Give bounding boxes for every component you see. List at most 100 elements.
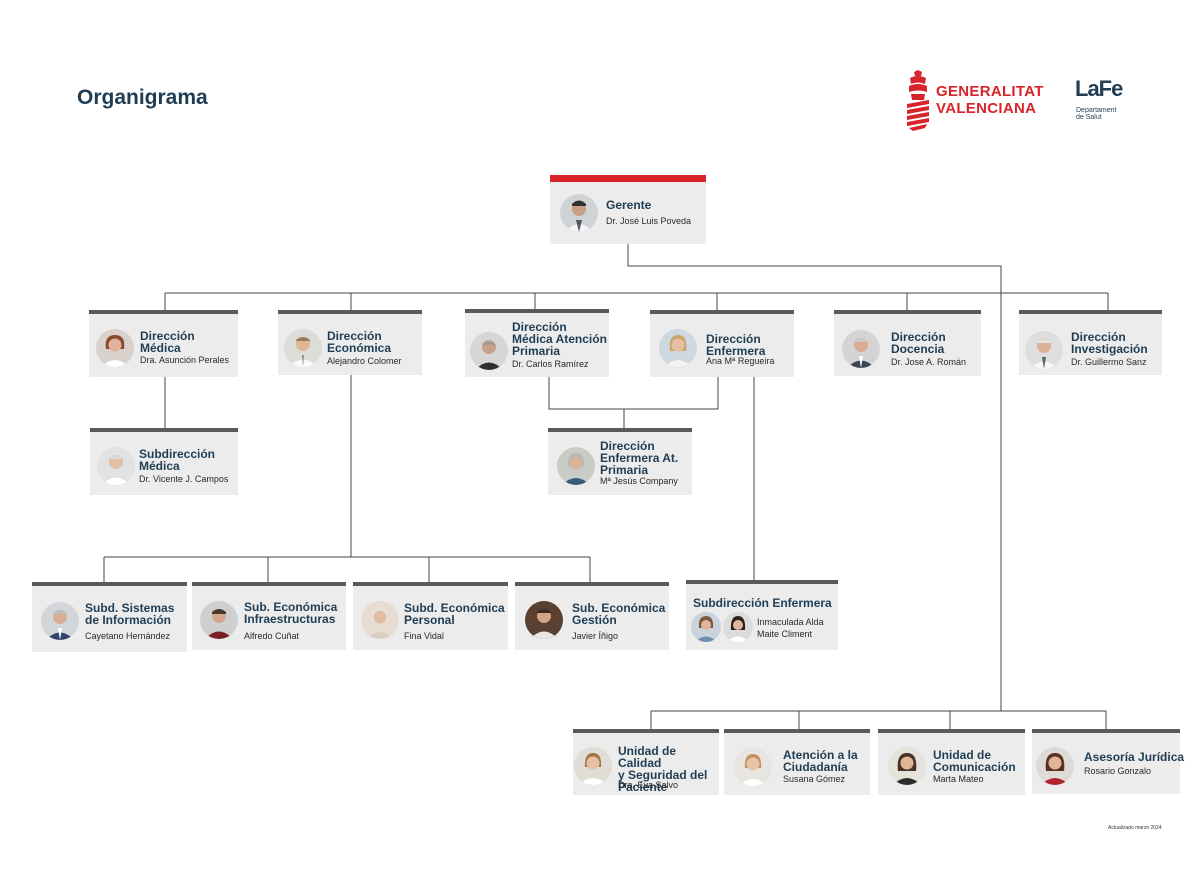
role-line: Subd. Sistemas bbox=[85, 601, 175, 615]
node-unidad-comunicacion: Unidad de Comunicación Marta Mateo bbox=[878, 729, 1025, 795]
role-line: Unidad de Calidad bbox=[618, 744, 677, 770]
role-line: Docencia bbox=[891, 342, 945, 356]
generalitat-line1: GENERALITAT bbox=[936, 83, 1044, 100]
node-person-name: Dra. Asunción Perales bbox=[140, 355, 230, 365]
node-person-name: Ana Mª Regueira bbox=[706, 356, 775, 366]
avatar bbox=[574, 747, 612, 785]
role-line: Médica Atención bbox=[512, 332, 607, 346]
node-person-name: Dra. Eva Salvo bbox=[618, 780, 679, 790]
generalitat-logo: GENERALITAT VALENCIANA bbox=[905, 70, 1050, 132]
node-role: Atención a la Ciudadanía bbox=[783, 749, 858, 773]
node-person-name: Inmaculada Alda bbox=[757, 617, 824, 627]
connector-gerente bbox=[627, 244, 1002, 711]
generalitat-wordmark: GENERALITAT VALENCIANA bbox=[936, 83, 1044, 117]
role-line: Personal bbox=[404, 613, 455, 627]
node-role: Subdirección Enfermera bbox=[693, 596, 832, 610]
node-direccion-economica: Dirección Económica Alejandro Colomer bbox=[278, 310, 422, 375]
node-role: Gerente bbox=[606, 198, 652, 212]
node-role: Subdirección Médica bbox=[139, 448, 215, 472]
node-direccion-medica-ap: Dirección Médica Atención Primaria Dr. C… bbox=[465, 309, 609, 377]
role-line: Comunicación bbox=[933, 760, 1016, 774]
role-line: Sub. Económica bbox=[244, 600, 338, 614]
node-person-name: Javier Íñigo bbox=[572, 631, 619, 641]
node-asesoria-juridica: Asesoría Jurídica Rosario Gonzalo bbox=[1032, 729, 1184, 794]
avatar bbox=[842, 330, 880, 368]
node-person-name: Dr. José Luis Poveda bbox=[606, 216, 692, 226]
node-subd-personal: Subd. Económica Personal Fina Vidal bbox=[353, 582, 508, 650]
node-sub-infraestructuras: Sub. Económica Infraestructuras Alfredo … bbox=[192, 582, 346, 650]
role-line: Dirección bbox=[706, 332, 761, 346]
role-line: y Seguridad del bbox=[618, 768, 708, 782]
avatar bbox=[97, 447, 135, 485]
avatar bbox=[691, 612, 721, 642]
node-person-name: Rosario Gonzalo bbox=[1084, 766, 1152, 776]
node-subd-sistemas: Subd. Sistemas de Información Cayetano H… bbox=[32, 582, 187, 652]
role-line: Económica bbox=[327, 341, 392, 355]
role-line: Dirección bbox=[1071, 330, 1126, 344]
node-sub-gestion: Sub. Económica Gestión Javier Íñigo bbox=[515, 582, 669, 650]
node-person-name: Alejandro Colomer bbox=[327, 356, 402, 366]
node-role: Sub. Económica Gestión bbox=[572, 602, 665, 626]
node-role: Unidad de Comunicación bbox=[933, 749, 1016, 773]
connector-atencion-primaria bbox=[548, 376, 719, 410]
avatar bbox=[200, 601, 238, 639]
node-person-name: Cayetano Hernández bbox=[85, 631, 171, 641]
updated-note: Actualizado marzo 2024 bbox=[1108, 825, 1162, 831]
node-role: Unidad de Calidad y Seguridad del Pacien… bbox=[618, 745, 719, 793]
node-person-name: Dr. Guillermo Sanz bbox=[1071, 357, 1147, 367]
node-subdireccion-enfermera: Subdirección Enfermera Inmaculada Alda M… bbox=[686, 580, 838, 650]
node-role: Dirección Enfermera At. Primaria bbox=[600, 440, 678, 476]
role-line: Enfermera At. bbox=[600, 451, 679, 465]
role-line: Sub. Económica bbox=[572, 601, 666, 615]
node-role: Dirección Docencia bbox=[891, 331, 946, 355]
node-unidad-calidad: Unidad de Calidad y Seguridad del Pacien… bbox=[573, 729, 719, 795]
role-line: Dirección bbox=[140, 329, 195, 343]
role-line: Ciudadanía bbox=[783, 760, 848, 774]
lafe-wordmark: LaFe bbox=[1075, 76, 1123, 101]
role-line: Primaria bbox=[600, 463, 649, 477]
node-subdireccion-medica: Subdirección Médica Dr. Vicente J. Campo… bbox=[90, 428, 238, 495]
role-line: Subd. Económica bbox=[404, 601, 505, 615]
node-role: Asesoría Jurídica bbox=[1084, 750, 1185, 764]
avatar bbox=[96, 329, 134, 367]
node-person-name: Mª Jesús Company bbox=[600, 476, 678, 486]
node-role: Subd. Sistemas de Información bbox=[85, 602, 174, 626]
role-line: Médica bbox=[140, 341, 181, 355]
role-line: Médica bbox=[139, 459, 180, 473]
node-person-name: Alfredo Cuñat bbox=[244, 631, 300, 641]
role-line: Atención a la bbox=[783, 748, 858, 762]
node-direccion-enfermera: Dirección Enfermera Ana Mª Regueira bbox=[650, 310, 794, 377]
avatar bbox=[41, 602, 79, 640]
node-role: Dirección Médica bbox=[140, 330, 195, 354]
avatar bbox=[525, 601, 563, 639]
avatar bbox=[560, 194, 598, 232]
lafe-logo: LaFe Departament de Salut bbox=[1075, 76, 1135, 128]
lafe-subtitle: Departament de Salut bbox=[1076, 107, 1116, 121]
node-person-name: Fina Vidal bbox=[404, 631, 444, 641]
avatar bbox=[1036, 747, 1074, 785]
node-direccion-investigacion: Dirección Investigación Dr. Guillermo Sa… bbox=[1019, 310, 1162, 375]
role-line: Dirección bbox=[512, 320, 567, 334]
avatar bbox=[1025, 331, 1063, 369]
role-line: Investigación bbox=[1071, 342, 1148, 356]
avatar bbox=[888, 747, 926, 785]
avatar bbox=[470, 332, 508, 370]
node-atencion-ciudadania: Atención a la Ciudadanía Susana Gómez bbox=[724, 729, 870, 795]
role-line: Dirección bbox=[891, 330, 946, 344]
node-role: Subd. Económica Personal bbox=[404, 602, 505, 626]
node-person-name: Marta Mateo bbox=[933, 774, 984, 784]
role-line: Gestión bbox=[572, 613, 617, 627]
role-line: Subdirección bbox=[139, 447, 216, 461]
node-role: Sub. Económica Infraestructuras bbox=[244, 601, 337, 625]
node-role: Dirección Médica Atención Primaria bbox=[512, 321, 607, 357]
role-line: de Información bbox=[85, 613, 172, 627]
generalitat-line2: VALENCIANA bbox=[936, 100, 1037, 117]
role-line: Infraestructuras bbox=[244, 612, 336, 626]
role-line: Unidad de bbox=[933, 748, 992, 762]
node-direccion-medica: Dirección Médica Dra. Asunción Perales bbox=[89, 310, 238, 377]
lafe-sub-line1: Departament bbox=[1076, 107, 1117, 114]
node-direccion-docencia: Dirección Docencia Dr. Jose A. Román bbox=[834, 310, 981, 376]
node-gerente: Gerente Dr. José Luis Poveda bbox=[550, 175, 706, 244]
node-person-name: Dr. Carlos Ramírez bbox=[512, 359, 589, 369]
